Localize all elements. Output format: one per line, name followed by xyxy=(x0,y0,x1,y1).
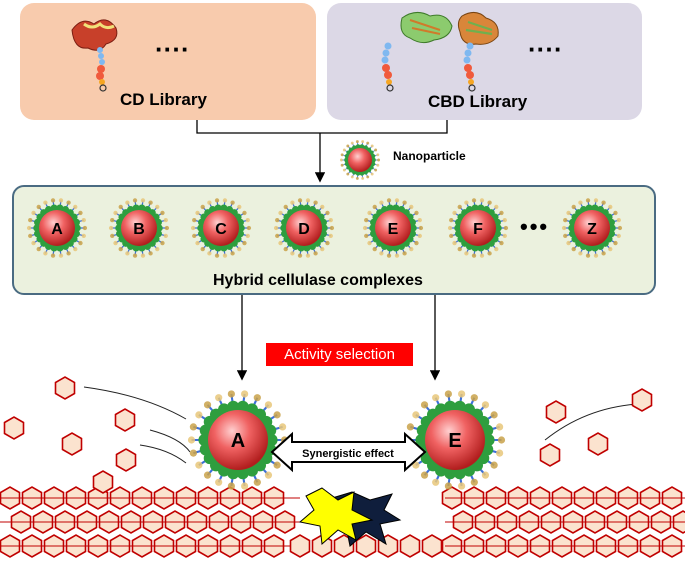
synergy-double-arrow xyxy=(270,431,427,473)
glucose-hexagon xyxy=(545,400,567,424)
nanoparticle-label: Nanoparticle xyxy=(393,149,466,163)
cd-library-label: CD Library xyxy=(120,90,207,109)
glucose-hexagon xyxy=(115,448,137,472)
selected-complex-a: A xyxy=(187,390,289,490)
selected-complex-a-letter: A xyxy=(231,430,245,452)
complex-e: E xyxy=(362,198,424,258)
cbd-library-ellipsis: ···· xyxy=(528,34,563,64)
complex-d: D xyxy=(273,198,335,258)
cellulose-hexagons xyxy=(0,376,685,558)
cbd-protein-icon-2 xyxy=(457,12,499,92)
complex-a-letter: A xyxy=(51,221,63,238)
nanoparticle-icon xyxy=(339,140,381,180)
fiber-line-4 xyxy=(544,403,638,441)
complex-c-letter: C xyxy=(215,221,227,238)
burst-icon xyxy=(298,487,402,547)
cbd-protein-icon-1 xyxy=(381,12,453,92)
selected-complex-e: E xyxy=(404,390,506,490)
complexes-title: Hybrid cellulase complexes xyxy=(213,272,423,289)
glucose-hexagon xyxy=(539,443,561,467)
cbd-library-label: CBD Library xyxy=(428,92,528,111)
complex-d-letter: D xyxy=(298,221,310,238)
glucose-hexagon xyxy=(421,534,443,558)
complex-b-letter: B xyxy=(133,221,145,238)
selected-complex-e-letter: E xyxy=(448,430,461,452)
complexes-ellipsis: ••• xyxy=(520,214,550,239)
glucose-hexagon xyxy=(399,534,421,558)
cd-library-box xyxy=(20,3,316,120)
glucose-hexagon xyxy=(61,432,83,456)
glucose-hexagon xyxy=(587,432,609,456)
glucose-hexagon xyxy=(3,416,25,440)
fiber-line-3 xyxy=(139,444,187,464)
glucose-hexagon xyxy=(114,408,136,432)
complex-z: Z xyxy=(561,198,623,258)
synergy-label: Synergistic effect xyxy=(302,448,394,460)
library-connector xyxy=(196,120,448,134)
complex-f: F xyxy=(447,198,509,258)
complex-f-letter: F xyxy=(473,221,483,238)
complex-c: C xyxy=(190,198,252,258)
complex-a: A xyxy=(26,198,88,258)
complex-e-letter: E xyxy=(388,221,399,238)
complex-b: B xyxy=(108,198,170,258)
complex-z-letter: Z xyxy=(587,221,597,238)
fiber-line-2 xyxy=(149,429,191,453)
activity-selection-label: Activity selection xyxy=(284,346,395,363)
cd-library-ellipsis: ···· xyxy=(155,34,190,64)
glucose-hexagon xyxy=(92,470,114,494)
fiber-line-1 xyxy=(83,386,187,420)
cd-protein-icon xyxy=(71,19,118,92)
activity-selection-badge xyxy=(266,343,413,366)
glucose-hexagon xyxy=(631,388,653,412)
glucose-hexagon xyxy=(54,376,76,400)
glucose-hexagon xyxy=(289,534,311,558)
